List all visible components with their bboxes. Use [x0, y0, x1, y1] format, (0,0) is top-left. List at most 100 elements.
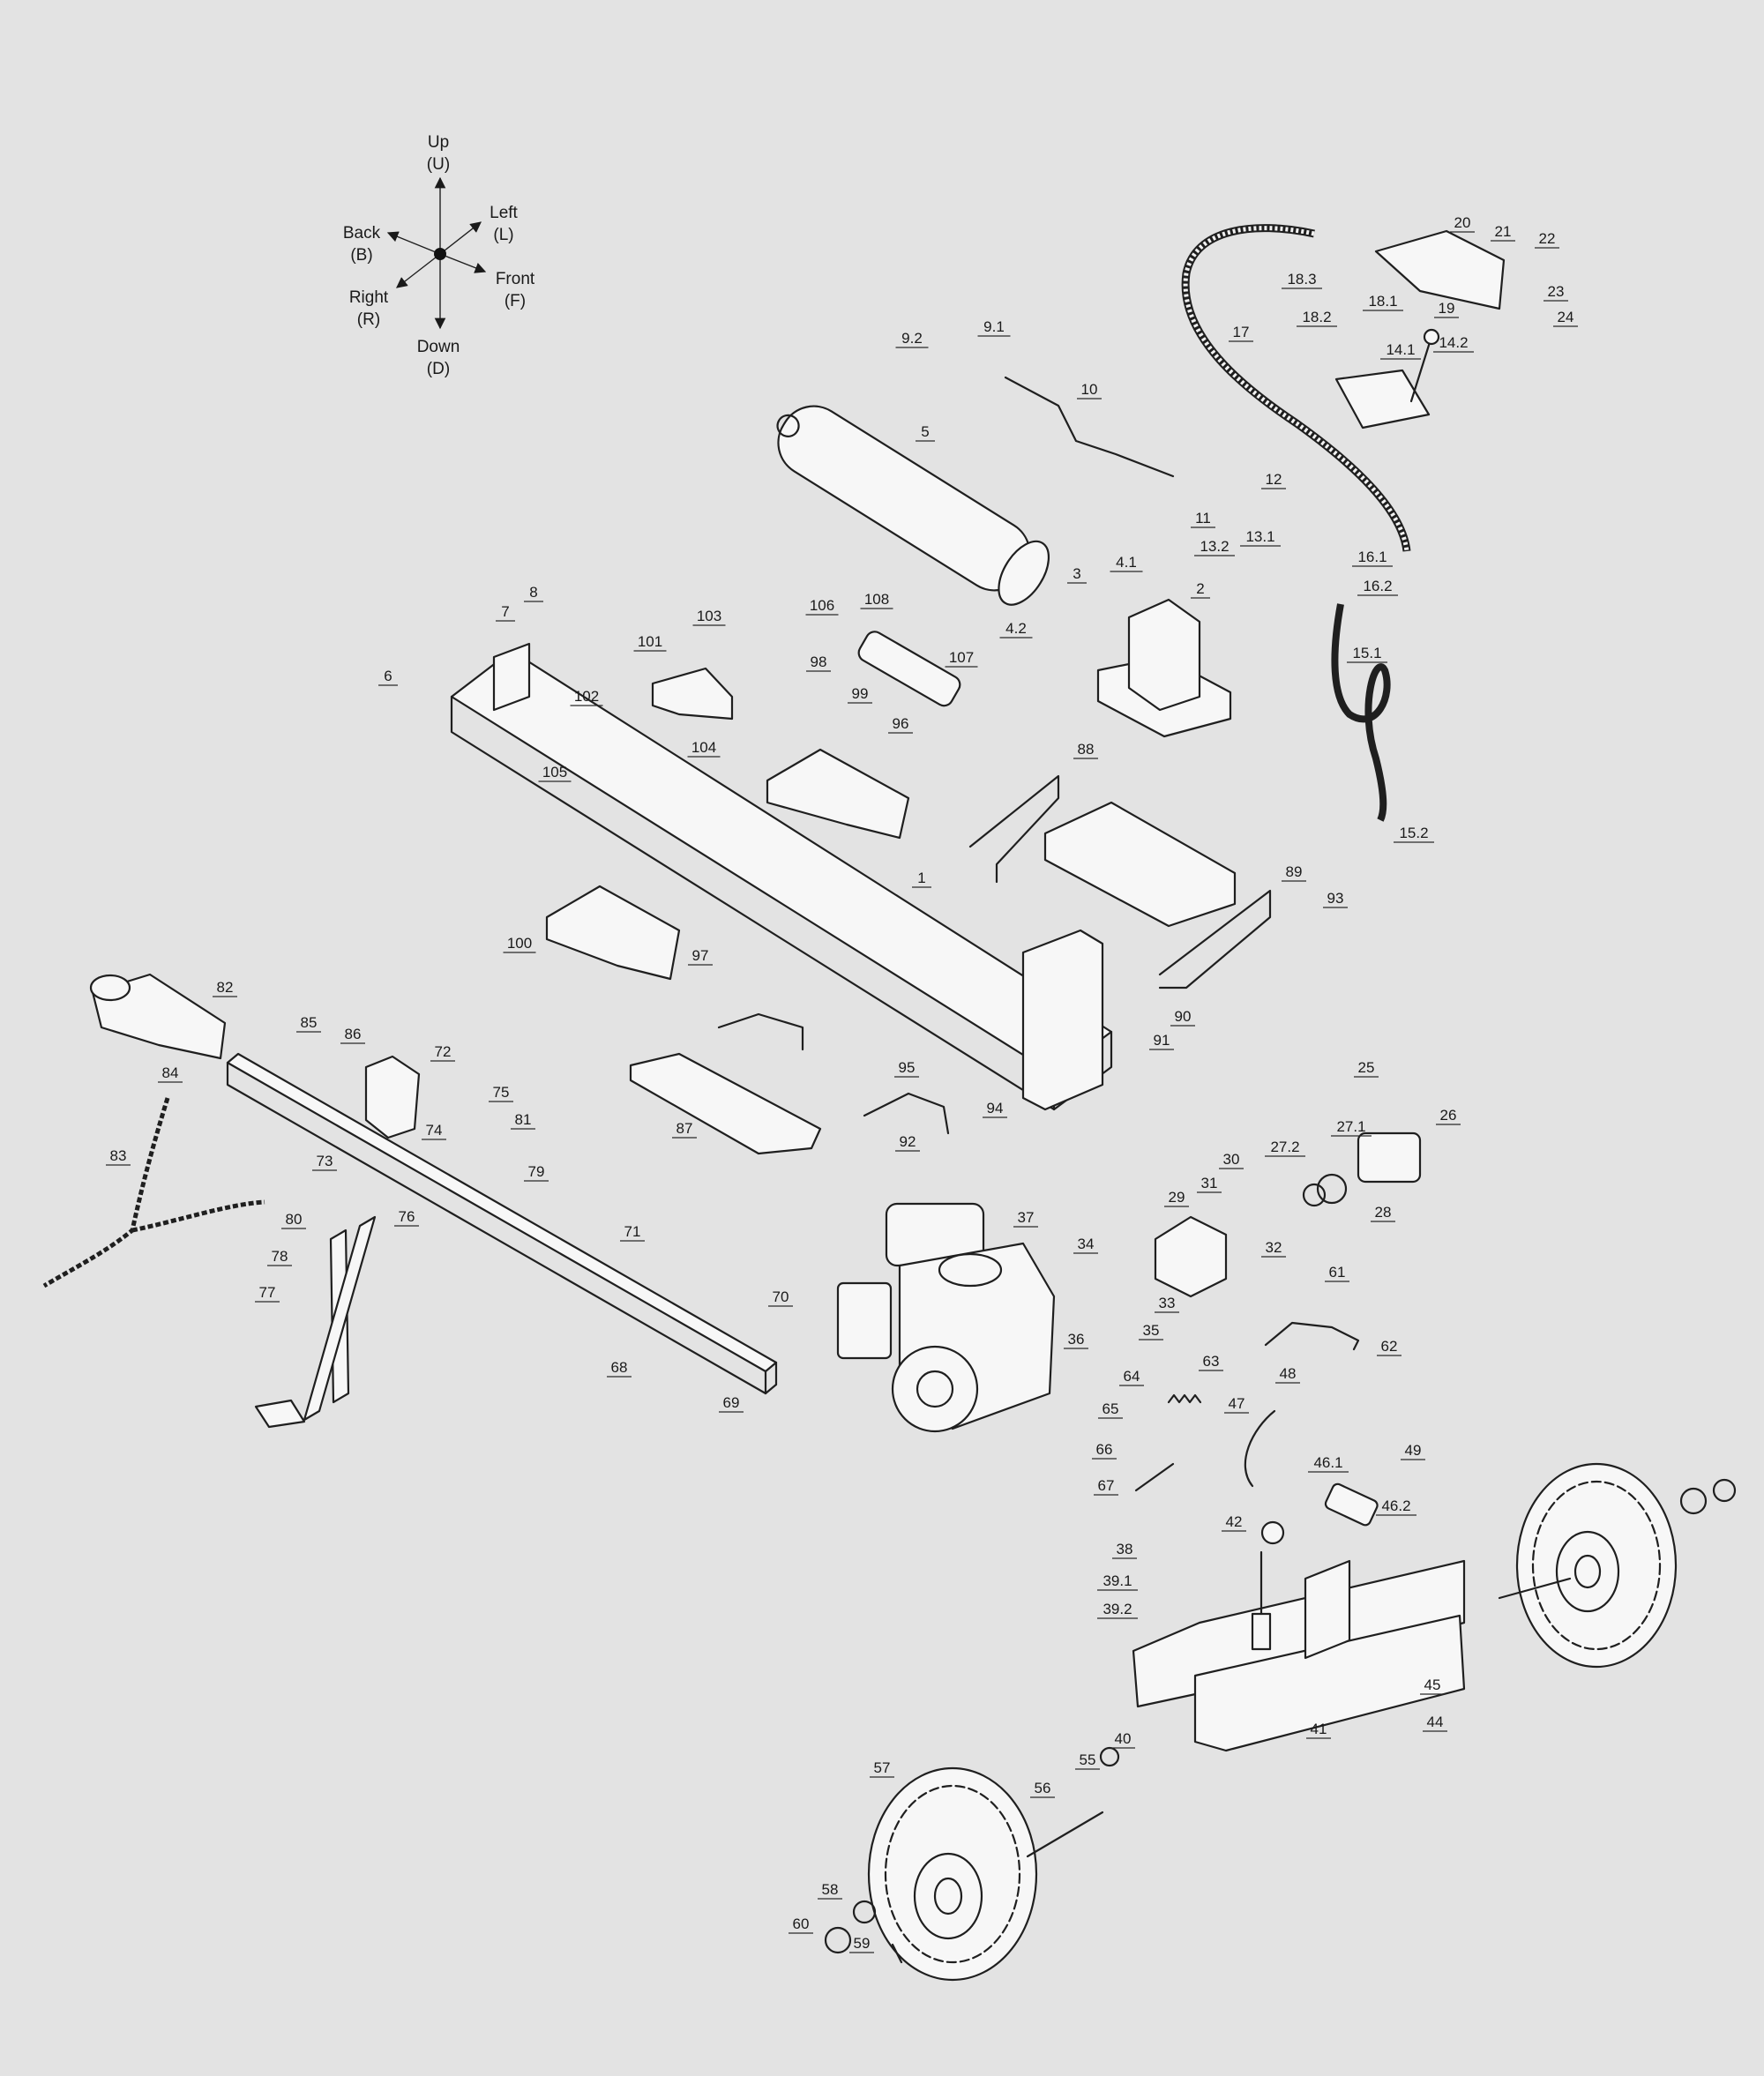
callout-label: 87	[676, 1120, 693, 1137]
pump-mount-part	[1154, 1215, 1228, 1298]
callout-label: 89	[1286, 863, 1303, 880]
callout-label: 46.2	[1381, 1497, 1410, 1514]
callout-81: 81	[511, 1111, 535, 1130]
hydraulic-line-part	[1004, 376, 1175, 478]
callout-15-2: 15.2	[1394, 825, 1434, 843]
callout-11: 11	[1191, 510, 1215, 528]
bracket-101	[651, 667, 734, 721]
callout-label: 28	[1375, 1204, 1392, 1221]
callout-68: 68	[607, 1359, 632, 1378]
callout-23: 23	[1544, 283, 1568, 302]
callout-label: 4.2	[1005, 620, 1027, 637]
callout-9-2: 9.2	[895, 330, 929, 348]
callout-26: 26	[1436, 1107, 1461, 1125]
callout-108: 108	[860, 591, 893, 609]
callout-87: 87	[672, 1120, 697, 1139]
compass-right-code: (R)	[357, 310, 380, 329]
callout-63: 63	[1199, 1353, 1223, 1371]
callout-label: 100	[507, 935, 532, 952]
beam-end-plate	[492, 642, 531, 712]
callout-label: 85	[301, 1014, 318, 1031]
callout-99: 99	[848, 685, 872, 704]
callout-46-2: 46.2	[1376, 1497, 1416, 1516]
callout-95: 95	[894, 1059, 919, 1078]
callout-34: 34	[1073, 1236, 1098, 1254]
callout-98: 98	[806, 653, 831, 672]
callout-49: 49	[1401, 1442, 1425, 1460]
callout-7: 7	[496, 603, 515, 622]
beam-guide-plate-left	[545, 885, 681, 981]
callout-label: 86	[345, 1026, 362, 1042]
wheel-right-part	[1515, 1462, 1678, 1669]
callout-label: 22	[1539, 230, 1556, 247]
callout-92: 92	[895, 1133, 920, 1152]
callout-label: 47	[1229, 1395, 1245, 1412]
callout-97: 97	[688, 947, 713, 966]
compass-center-dot	[434, 248, 446, 260]
callout-18-2: 18.2	[1297, 309, 1337, 327]
compass-right-label: Right	[349, 288, 389, 307]
callout-label: 15.2	[1399, 825, 1428, 841]
callout-19: 19	[1434, 300, 1459, 318]
callout-73: 73	[312, 1153, 337, 1171]
callout-66: 66	[1092, 1441, 1117, 1460]
callout-13-2: 13.2	[1194, 538, 1235, 556]
callout-label: 49	[1405, 1442, 1422, 1459]
callout-label: 29	[1169, 1189, 1185, 1206]
callout-label: 61	[1329, 1264, 1346, 1281]
callout-69: 69	[719, 1394, 744, 1413]
callout-label: 42	[1226, 1513, 1243, 1530]
callout-label: 31	[1201, 1175, 1218, 1191]
callout-label: 106	[810, 597, 834, 614]
callout-label: 30	[1223, 1151, 1240, 1168]
callout-3: 3	[1067, 565, 1087, 584]
safety-chain-part	[42, 1097, 265, 1288]
compass-up-code: (U)	[427, 155, 450, 174]
callout-105: 105	[538, 764, 572, 782]
callout-label: 64	[1124, 1368, 1140, 1385]
callout-74: 74	[422, 1122, 446, 1140]
callout-label: 102	[574, 688, 599, 705]
callout-label: 34	[1078, 1236, 1095, 1252]
callout-59: 59	[849, 1935, 874, 1953]
callout-16-1: 16.1	[1352, 549, 1393, 567]
callout-label: 18.2	[1302, 309, 1331, 325]
callout-label: 83	[110, 1147, 127, 1164]
callout-label: 26	[1440, 1107, 1457, 1124]
callout-21: 21	[1491, 223, 1515, 242]
callout-72: 72	[430, 1043, 455, 1062]
callout-70: 70	[768, 1288, 793, 1307]
callout-41: 41	[1306, 1721, 1331, 1739]
callout-label: 14.2	[1439, 334, 1468, 351]
callout-label: 38	[1117, 1541, 1133, 1557]
callout-label: 9.1	[983, 318, 1005, 335]
valve-bracket-part	[1374, 229, 1506, 310]
spring-part	[1167, 1393, 1202, 1404]
callout-57: 57	[870, 1759, 894, 1778]
log-tray-right	[1043, 801, 1237, 928]
jack-stand-part	[254, 1215, 377, 1429]
compass-back-code: (B)	[350, 246, 372, 265]
callout-label: 59	[854, 1935, 871, 1952]
suction-elbow-part	[1244, 1409, 1276, 1488]
callout-44: 44	[1423, 1714, 1447, 1732]
main-beam-part	[450, 649, 1113, 1076]
callout-16-2: 16.2	[1357, 578, 1398, 596]
bracket-88	[968, 774, 1060, 884]
callout-78: 78	[267, 1248, 292, 1266]
callout-46-1: 46.1	[1308, 1454, 1349, 1473]
callout-1: 1	[912, 870, 931, 888]
callout-106: 106	[805, 597, 839, 616]
beam-guide-plate-right	[766, 748, 910, 840]
callout-label: 81	[515, 1111, 532, 1128]
callout-label: 108	[864, 591, 889, 608]
callout-14-1: 14.1	[1380, 341, 1421, 360]
compass-up-label: Up	[428, 133, 449, 152]
callout-100: 100	[503, 935, 536, 953]
callout-20: 20	[1450, 214, 1475, 233]
callout-96: 96	[888, 715, 913, 734]
callout-32: 32	[1261, 1239, 1286, 1258]
callout-label: 97	[692, 947, 709, 964]
callout-39-1: 39.1	[1097, 1572, 1138, 1591]
callout-label: 99	[852, 685, 869, 702]
